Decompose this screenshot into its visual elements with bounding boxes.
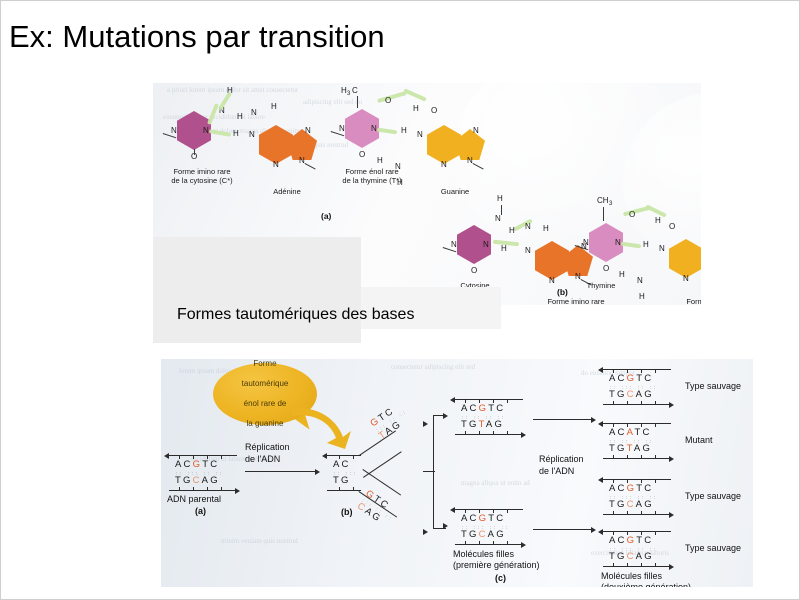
label-thymine-rare: Forme énol rare de la thymine (T*) [342,167,402,186]
label-cytosine-rare: Forme imino rare de la cytosine (C*) [171,167,233,186]
label-thymine: Thymine [586,281,616,290]
callout-tautomeric-guanine: Forme tautomérique énol rare de la guani… [213,359,317,428]
adenine-ring-6 [259,125,293,164]
caption-backdrop-2 [361,287,501,329]
panel-tag-c: (c) [495,573,506,583]
panel-tag-b: (b) [341,507,353,517]
guanine-ring-6 [427,125,461,164]
page-title: Ex: Mutations par transition [9,19,385,54]
caption-tautomeric-forms: Formes tautomériques des bases [177,306,415,323]
result-label-2: Mutant [685,435,713,445]
label-adn-parental: ADN parental [167,494,222,504]
label-adenine: Adénine [273,187,301,196]
panel-label-a: (a) [321,211,332,221]
adenine-rare-ring-6 [535,241,569,280]
label-gen2: Molécules filles (deuxième génération) [601,571,692,587]
caption-backdrop [153,237,361,343]
figure-replication-mutation: lorem ipsum dolor sit consectetur adipis… [161,359,753,587]
guanine-rare-ring-6 [669,239,701,278]
fork-bracket [433,415,446,529]
panel-label-b: (b) [557,287,568,297]
cytosine-ring [177,111,211,150]
label-guanine: Guanine [440,187,470,196]
label-cytosine: Cytosine [460,281,490,290]
callout-arrow [291,408,351,449]
result-label-1: Type sauvage [685,381,742,391]
guanine-rare-ring-5 [697,243,701,274]
thymine-ring-2 [589,223,623,262]
label-gen1: Molécules filles (première génération) [453,549,540,570]
result-label-4: Type sauvage [685,543,742,553]
label-adenine-rare: Forme imino rare de l'adénine (A*) [547,297,605,305]
panel-tag-a: (a) [195,506,206,516]
label-guanine-rare: Forme énol rare de la guanine (G*) [686,297,701,305]
result-label-3: Type sauvage [685,491,742,501]
